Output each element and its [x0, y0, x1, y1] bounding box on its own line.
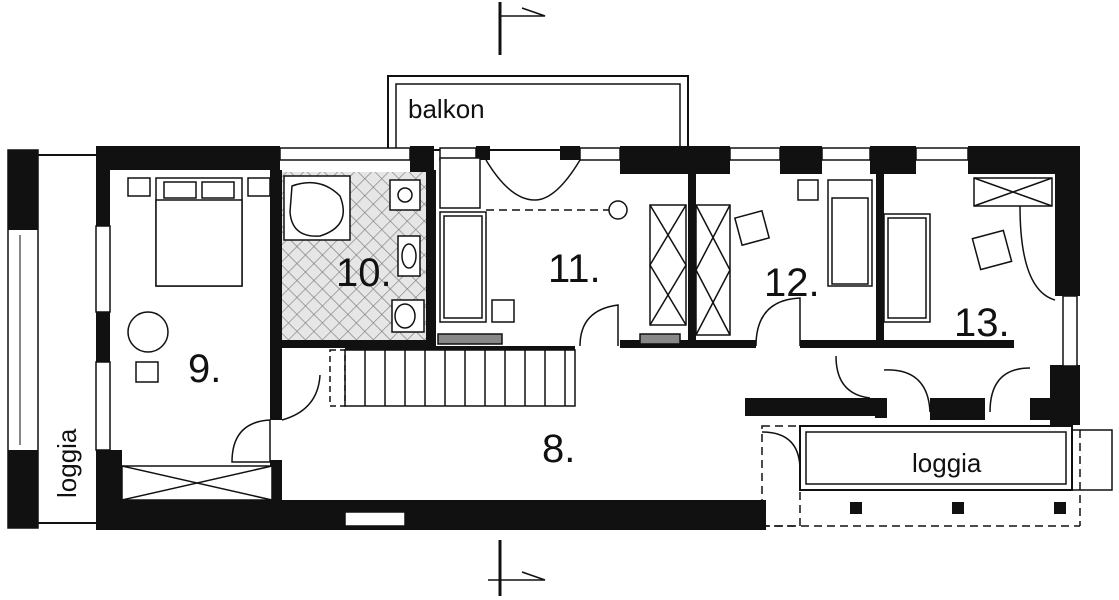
section-mark-bottom [488, 540, 546, 596]
section-mark-top [498, 2, 546, 55]
room-13-label: 13. [954, 301, 1010, 345]
room-12-label: 12. [764, 261, 820, 305]
windows [95, 147, 1078, 527]
room-11-label: 11. [548, 247, 601, 291]
loggia-left-label: loggia [52, 428, 82, 498]
staircase [329, 349, 576, 407]
fixtures [121, 157, 1053, 501]
loggia-right-label: loggia [912, 448, 982, 478]
room-10-label: 10. [336, 251, 392, 295]
balcony-label: balkon [408, 94, 485, 124]
room-9-label: 9. [188, 347, 221, 391]
balcony [387, 75, 689, 151]
loggia-right [761, 425, 1113, 527]
exterior-walls [96, 146, 1080, 530]
room-8-label: 8. [542, 427, 575, 471]
loggia-left [7, 149, 96, 529]
